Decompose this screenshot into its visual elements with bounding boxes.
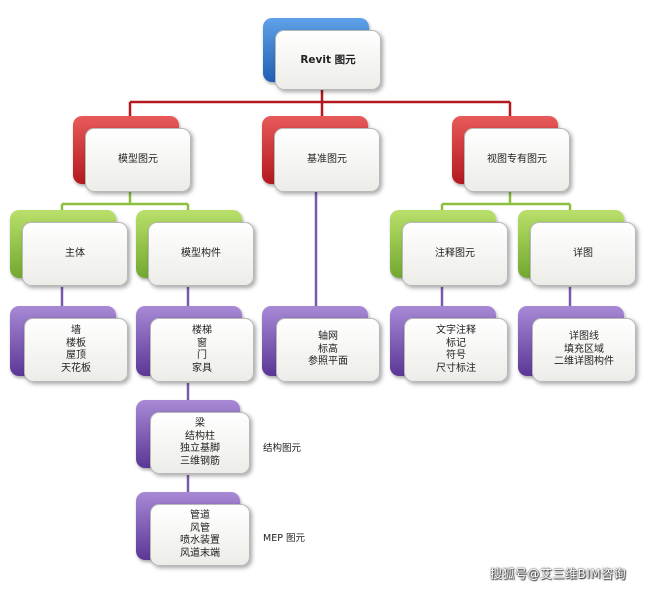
leaf-item: 尺寸标注 [436, 362, 476, 374]
model-elements-label: 模型图元 [118, 153, 158, 165]
root-label: Revit 图元 [300, 53, 356, 66]
leaf-item: 家具 [192, 362, 212, 374]
leaf-item: 墙 [71, 325, 81, 336]
leaf-annotation: 文字注释 标记 符号 尺寸标注 [390, 306, 508, 386]
mep-elements-label: MEP 图元 [263, 533, 305, 544]
leaf-item: 结构柱 [185, 430, 215, 442]
leaf-item: 填充区域 [564, 343, 604, 355]
leaf-datum: 轴网 标高 参照平面 [262, 306, 380, 386]
node-annotation: 注释图元 [390, 210, 508, 288]
structural-elements-label: 结构图元 [263, 443, 302, 454]
annotation-label: 注释图元 [435, 247, 475, 259]
leaf-item: 三维钢筋 [180, 455, 220, 467]
node-view-elements: 视图专有图元 [452, 116, 571, 194]
leaf-item: 风管 [190, 522, 210, 534]
leaf-item: 风道末端 [180, 547, 220, 559]
level2-connectors [60, 190, 572, 493]
node-model-component: 模型构件 [136, 210, 254, 288]
leaf-item: 二维详图构件 [554, 356, 614, 368]
leaf-item: 符号 [446, 350, 466, 361]
leaf-item: 窗 [197, 337, 207, 349]
leaf-item: 文字注释 [436, 325, 476, 336]
leaf-item: 轴网 [318, 331, 338, 343]
detail-label: 详图 [573, 247, 593, 259]
leaf-item: 梁 [195, 418, 205, 429]
root-connectors [128, 80, 512, 118]
leaf-host: 墙 楼板 屋顶 天花板 [10, 306, 128, 386]
node-host: 主体 [10, 210, 128, 288]
datum-elements-label: 基准图元 [307, 153, 347, 165]
leaf-detail: 详图线 填充区域 二维详图构件 [518, 306, 636, 386]
model-component-label: 模型构件 [181, 247, 221, 259]
leaf-item: 楼板 [66, 337, 86, 349]
watermark: 搜狐号@艾三维BIM咨询 [490, 567, 627, 581]
leaf-item: 标记 [446, 337, 466, 349]
node-datum-elements: 基准图元 [262, 116, 381, 194]
leaf-item: 楼梯 [192, 325, 212, 336]
leaf-item: 门 [197, 350, 207, 361]
leaf-item: 详图线 [569, 331, 599, 343]
leaf-component: 楼梯 窗 门 家具 [136, 306, 254, 386]
node-detail: 详图 [518, 210, 636, 288]
leaf-item: 管道 [190, 510, 210, 521]
level1-connectors [60, 190, 572, 212]
leaf-item: 喷水装置 [180, 535, 220, 546]
leaf-mep: 管道 风管 喷水装置 风道末端 [136, 492, 254, 570]
view-elements-label: 视图专有图元 [487, 153, 547, 165]
leaf-item: 天花板 [61, 362, 91, 374]
host-label: 主体 [65, 247, 85, 259]
leaf-item: 标高 [318, 343, 338, 355]
leaf-item: 参照平面 [308, 356, 348, 368]
node-model-elements: 模型图元 [73, 116, 192, 194]
leaf-item: 独立基脚 [180, 443, 220, 454]
leaf-item: 屋顶 [66, 350, 86, 361]
leaf-structural: 梁 结构柱 独立基脚 三维钢筋 [136, 400, 254, 478]
node-root: Revit 图元 [263, 18, 381, 90]
